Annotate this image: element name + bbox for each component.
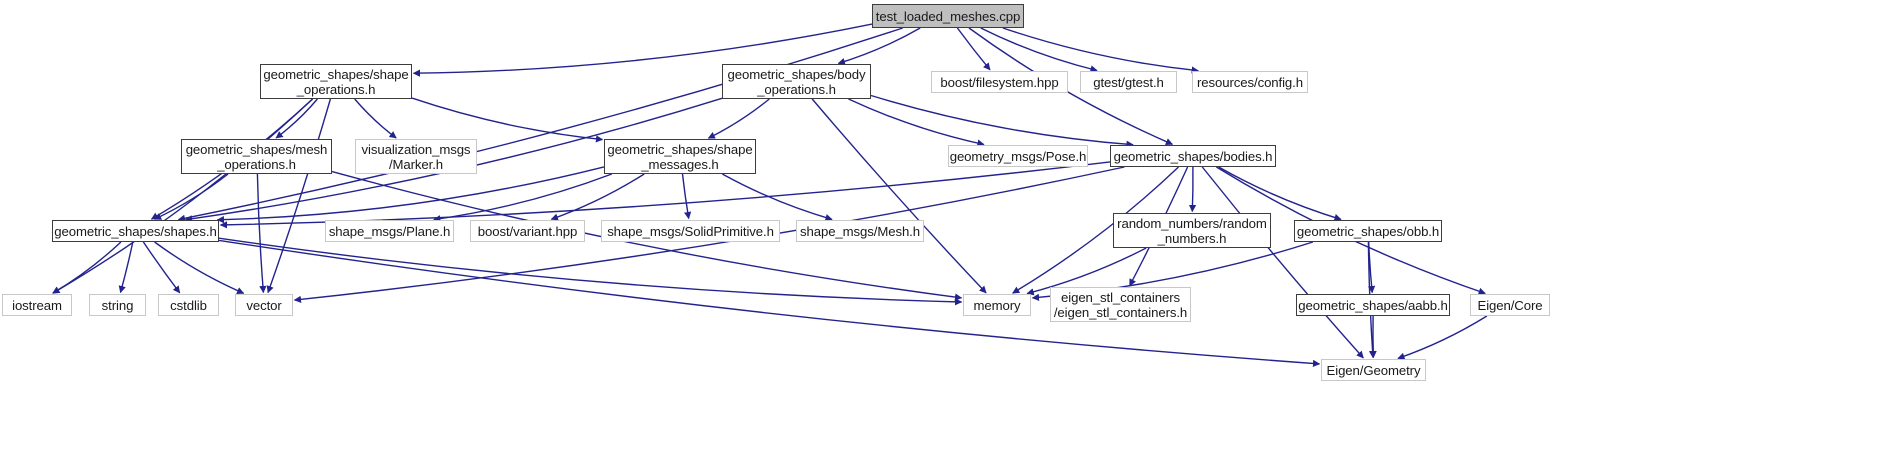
graph-node-label: cstdlib — [170, 297, 207, 313]
graph-node-memory[interactable]: memory — [963, 294, 1031, 316]
graph-edge-shape_operations-to-shape_messages — [411, 97, 604, 143]
graph-node-label: geometric_shapes/shapes.h — [54, 223, 217, 239]
graph-node-label: gtest/gtest.h — [1093, 74, 1164, 90]
graph-edge-body_operations-to-memory — [811, 98, 987, 294]
graph-node-label: geometric_shapes/mesh _operations.h — [185, 141, 328, 172]
graph-edge-shapes-to-memory — [218, 237, 963, 306]
graph-node-label: boost/filesystem.hpp — [940, 74, 1059, 90]
graph-node-label: Eigen/Core — [1477, 297, 1543, 313]
graph-node-label: Eigen/Geometry — [1326, 362, 1421, 378]
graph-edge-shapes-to-iostream — [52, 241, 122, 294]
graph-edge-mesh_operations-to-shapes — [153, 173, 229, 220]
graph-edge-bodies-to-eigen_geometry — [1201, 166, 1364, 359]
graph-edge-body_operations-to-geometry_msgs_pose — [848, 98, 985, 147]
graph-node-gtest[interactable]: gtest/gtest.h — [1080, 71, 1177, 93]
graph-edge-eigen_core-to-eigen_geometry — [1397, 315, 1488, 360]
graph-node-random_numbers[interactable]: random_numbers/random _numbers.h — [1113, 213, 1271, 248]
graph-node-bodies[interactable]: geometric_shapes/bodies.h — [1110, 145, 1276, 167]
graph-edge-shape_operations-to-visualization_marker — [354, 98, 397, 139]
graph-node-cstdlib[interactable]: cstdlib — [158, 294, 219, 316]
graph-edge-test_loaded_meshes-to-resources_config — [1002, 27, 1199, 74]
graph-edge-shapes-to-string — [118, 241, 134, 294]
graph-node-test_loaded_meshes[interactable]: test_loaded_meshes.cpp — [872, 4, 1024, 28]
graph-node-label: geometric_shapes/shape _messages.h — [607, 141, 753, 172]
graph-node-label: geometric_shapes/obb.h — [1296, 223, 1440, 239]
graph-node-label: vector — [246, 297, 282, 313]
graph-node-shapes[interactable]: geometric_shapes/shapes.h — [52, 220, 219, 242]
graph-node-aabb[interactable]: geometric_shapes/aabb.h — [1296, 294, 1450, 316]
graph-edge-shape_messages-to-shape_msgs_plane — [433, 173, 613, 223]
graph-edge-bodies-to-random_numbers — [1188, 166, 1197, 213]
graph-node-label: string — [101, 297, 134, 313]
graph-node-label: geometric_shapes/shape _operations.h — [263, 66, 409, 97]
graph-node-label: test_loaded_meshes.cpp — [875, 8, 1021, 24]
graph-edge-shape_messages-to-boost_variant — [550, 173, 645, 221]
graph-node-label: visualization_msgs /Marker.h — [361, 141, 471, 172]
graph-edge-shape_messages-to-shape_msgs_solid — [681, 173, 692, 220]
graph-edge-shape_messages-to-shape_msgs_mesh — [721, 173, 833, 222]
graph-node-resources_config[interactable]: resources/config.h — [1192, 71, 1308, 93]
graph-node-shape_messages[interactable]: geometric_shapes/shape _messages.h — [604, 139, 756, 174]
graph-node-boost_variant[interactable]: boost/variant.hpp — [470, 220, 585, 242]
graph-edge-bodies-to-obb — [1218, 166, 1342, 221]
graph-edge-test_loaded_meshes-to-body_operations — [837, 27, 921, 65]
graph-node-label: shape_msgs/Plane.h — [328, 223, 451, 239]
graph-node-label: shape_msgs/Mesh.h — [800, 223, 920, 239]
graph-node-label: iostream — [12, 297, 62, 313]
graph-node-shape_operations[interactable]: geometric_shapes/shape _operations.h — [260, 64, 412, 99]
graph-node-eigen_stl[interactable]: eigen_stl_containers /eigen_stl_containe… — [1050, 287, 1191, 322]
graph-node-label: resources/config.h — [1197, 74, 1303, 90]
graph-edge-test_loaded_meshes-to-boost_filesystem — [956, 27, 991, 71]
graph-edge-shape_operations-to-vector — [266, 98, 332, 294]
graph-node-vector[interactable]: vector — [235, 294, 293, 316]
graph-node-label: memory — [973, 297, 1021, 313]
graph-node-shape_msgs_solid[interactable]: shape_msgs/SolidPrimitive.h — [601, 220, 780, 242]
graph-node-mesh_operations[interactable]: geometric_shapes/mesh _operations.h — [181, 139, 332, 174]
graph-edge-shapes-to-cstdlib — [142, 241, 181, 294]
graph-node-label: eigen_stl_containers /eigen_stl_containe… — [1053, 289, 1188, 320]
graph-edge-shape_operations-to-mesh_operations — [275, 98, 318, 139]
graph-edge-mesh_operations-to-vector — [256, 173, 267, 294]
graph-edge-body_operations-to-shape_messages — [707, 98, 770, 139]
graph-edge-test_loaded_meshes-to-shapes — [177, 27, 903, 222]
graph-node-label: random_numbers/random _numbers.h — [1117, 215, 1267, 246]
graph-node-label: geometric_shapes/body _operations.h — [727, 66, 866, 97]
graph-edge-shape_messages-to-shapes — [216, 166, 605, 224]
graph-edge-obb-to-aabb — [1367, 241, 1376, 294]
graph-node-label: boost/variant.hpp — [477, 223, 578, 239]
graph-node-boost_filesystem[interactable]: boost/filesystem.hpp — [931, 71, 1068, 93]
graph-node-label: geometric_shapes/bodies.h — [1113, 148, 1273, 164]
graph-node-geometry_msgs_pose[interactable]: geometry_msgs/Pose.h — [948, 145, 1088, 167]
graph-node-label: geometric_shapes/aabb.h — [1298, 297, 1448, 313]
graph-node-body_operations[interactable]: geometric_shapes/body _operations.h — [722, 64, 871, 99]
graph-edge-test_loaded_meshes-to-gtest — [980, 27, 1098, 73]
graph-node-shape_msgs_plane[interactable]: shape_msgs/Plane.h — [325, 220, 454, 242]
graph-node-obb[interactable]: geometric_shapes/obb.h — [1294, 220, 1442, 242]
graph-node-eigen_geometry[interactable]: Eigen/Geometry — [1321, 359, 1426, 381]
graph-node-string[interactable]: string — [89, 294, 146, 316]
graph-edge-body_operations-to-bodies — [870, 94, 1134, 148]
graph-edge-shape_operations-to-iostream — [52, 98, 314, 294]
graph-node-label: shape_msgs/SolidPrimitive.h — [607, 223, 774, 239]
graph-node-visualization_marker[interactable]: visualization_msgs /Marker.h — [355, 139, 477, 174]
graph-node-label: geometry_msgs/Pose.h — [949, 148, 1087, 164]
graph-node-eigen_core[interactable]: Eigen/Core — [1470, 294, 1550, 316]
graph-edge-shapes-to-vector — [154, 241, 245, 295]
graph-node-shape_msgs_mesh[interactable]: shape_msgs/Mesh.h — [796, 220, 924, 242]
graph-node-iostream[interactable]: iostream — [2, 294, 72, 316]
